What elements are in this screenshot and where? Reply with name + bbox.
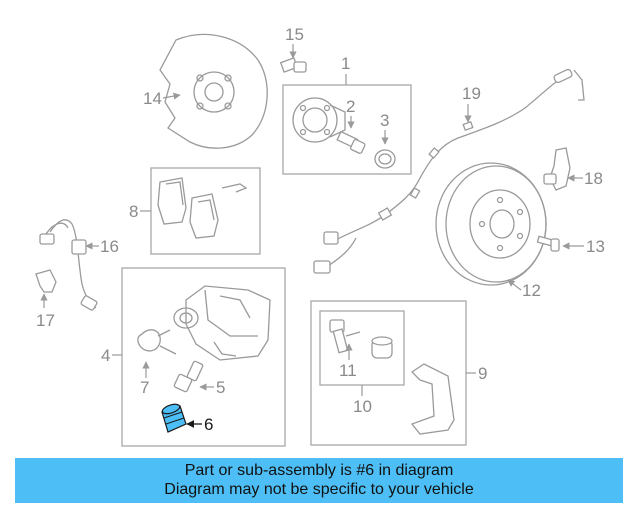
- bleeder-screw-part[interactable]: [173, 360, 204, 393]
- callout-5: 5: [216, 378, 225, 397]
- caliper-part[interactable]: [173, 285, 271, 361]
- callout-8: 8: [129, 202, 138, 221]
- leader-14: [162, 92, 181, 100]
- hub-assembly-box: [282, 84, 412, 175]
- caliper-bracket-part[interactable]: [410, 363, 455, 435]
- brake-pad-part[interactable]: [157, 177, 248, 239]
- callout-3: 3: [380, 111, 389, 130]
- guide-boot-part[interactable]: [371, 336, 393, 359]
- callout-14: 14: [143, 89, 162, 108]
- bleeder-cap-part-highlighted[interactable]: [161, 402, 187, 433]
- leader-12: [507, 279, 522, 291]
- callout-7: 7: [140, 378, 149, 397]
- rotor-screw-part[interactable]: [536, 235, 560, 252]
- brake-rotor-part[interactable]: [435, 162, 547, 286]
- callout-19: 19: [462, 84, 481, 103]
- spring-clip-part[interactable]: [137, 329, 177, 355]
- callout-10: 10: [353, 397, 372, 416]
- callout-17: 17: [36, 311, 55, 330]
- callout-15: 15: [285, 25, 304, 44]
- brake-hose-part[interactable]: [39, 219, 98, 311]
- footer-line-2: Diagram may not be specific to your vehi…: [164, 481, 474, 498]
- callout-2: 2: [346, 97, 355, 116]
- callout-9: 9: [478, 364, 487, 383]
- hub-bolt-part[interactable]: [336, 130, 366, 154]
- cap-part[interactable]: [374, 149, 396, 169]
- abs-sensor-wire-part[interactable]: [313, 68, 585, 274]
- caliper-assembly-box: [121, 267, 286, 447]
- callout-13: 13: [586, 237, 605, 256]
- hose-clip-part[interactable]: [35, 269, 57, 293]
- callout-4: 4: [101, 346, 110, 365]
- hub-bearing-part[interactable]: [292, 97, 346, 143]
- callout-16: 16: [100, 237, 119, 256]
- callout-1: 1: [341, 54, 350, 73]
- callout-18: 18: [584, 169, 603, 188]
- wheel-speed-sensor-part[interactable]: [543, 147, 571, 191]
- footer-line-1: Part or sub-assembly is #6 in diagram: [184, 462, 454, 479]
- bolt-15-part[interactable]: [279, 57, 307, 73]
- callout-6: 6: [204, 415, 213, 434]
- callout-11: 11: [339, 361, 357, 380]
- dust-shield-part[interactable]: [159, 33, 268, 149]
- footer-banner: Part or sub-assembly is #6 in diagram Di…: [15, 458, 623, 503]
- callout-12: 12: [522, 281, 541, 300]
- guide-pin-part[interactable]: [329, 319, 361, 354]
